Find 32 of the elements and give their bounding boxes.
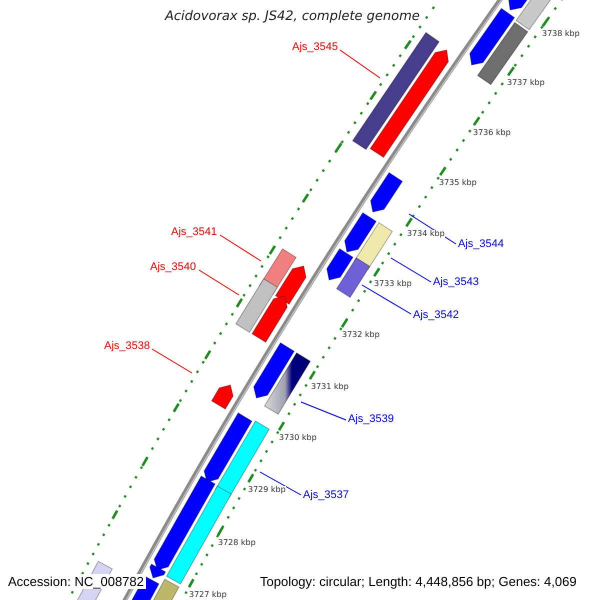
- diagram-title: Acidovorax sp. JS42, complete genome: [165, 10, 420, 23]
- gene-label: Ajs_3538: [104, 341, 150, 352]
- gene-label: Ajs_3543: [433, 277, 479, 288]
- scale-label: 3728 kbp: [218, 539, 256, 547]
- scale-label: 3736 kbp: [473, 129, 511, 137]
- scale-label: 3729 kbp: [248, 486, 286, 494]
- gene-label: Ajs_3540: [150, 262, 196, 273]
- scale-label: 3738 kbp: [542, 30, 580, 38]
- scale-label: 3731 kbp: [311, 383, 349, 391]
- accession-note: Accession: NC_008782: [6, 574, 146, 589]
- scale-label: 3733 kbp: [374, 280, 412, 288]
- leader-line: [152, 348, 192, 374]
- gene-label: Ajs_3545: [292, 42, 338, 53]
- scale-label: 3727 kbp: [189, 591, 227, 599]
- leader-line: [220, 234, 262, 262]
- gene-label: Ajs_3542: [413, 310, 459, 321]
- leader-line: [260, 472, 302, 496]
- leader-line: [300, 402, 346, 420]
- scale-label: 3737 kbp: [507, 79, 545, 87]
- scale-label: 3730 kbp: [279, 434, 317, 442]
- leader-line: [362, 284, 412, 314]
- gene-label: Ajs_3541: [171, 227, 217, 238]
- scale-label: 3732 kbp: [342, 331, 380, 339]
- gene-label: Ajs_3539: [348, 414, 394, 425]
- leader-line: [340, 50, 380, 78]
- gene-label: Ajs_3544: [458, 239, 504, 250]
- leader-line: [390, 258, 432, 282]
- leader-line: [198, 270, 240, 296]
- scale-label: 3734 kbp: [407, 230, 445, 238]
- genome-stats-note: Topology: circular; Length: 4,448,856 bp; Genes: 4,069: [258, 574, 579, 589]
- scale-label: 3735 kbp: [439, 179, 477, 187]
- gene-label: Ajs_3537: [303, 490, 349, 501]
